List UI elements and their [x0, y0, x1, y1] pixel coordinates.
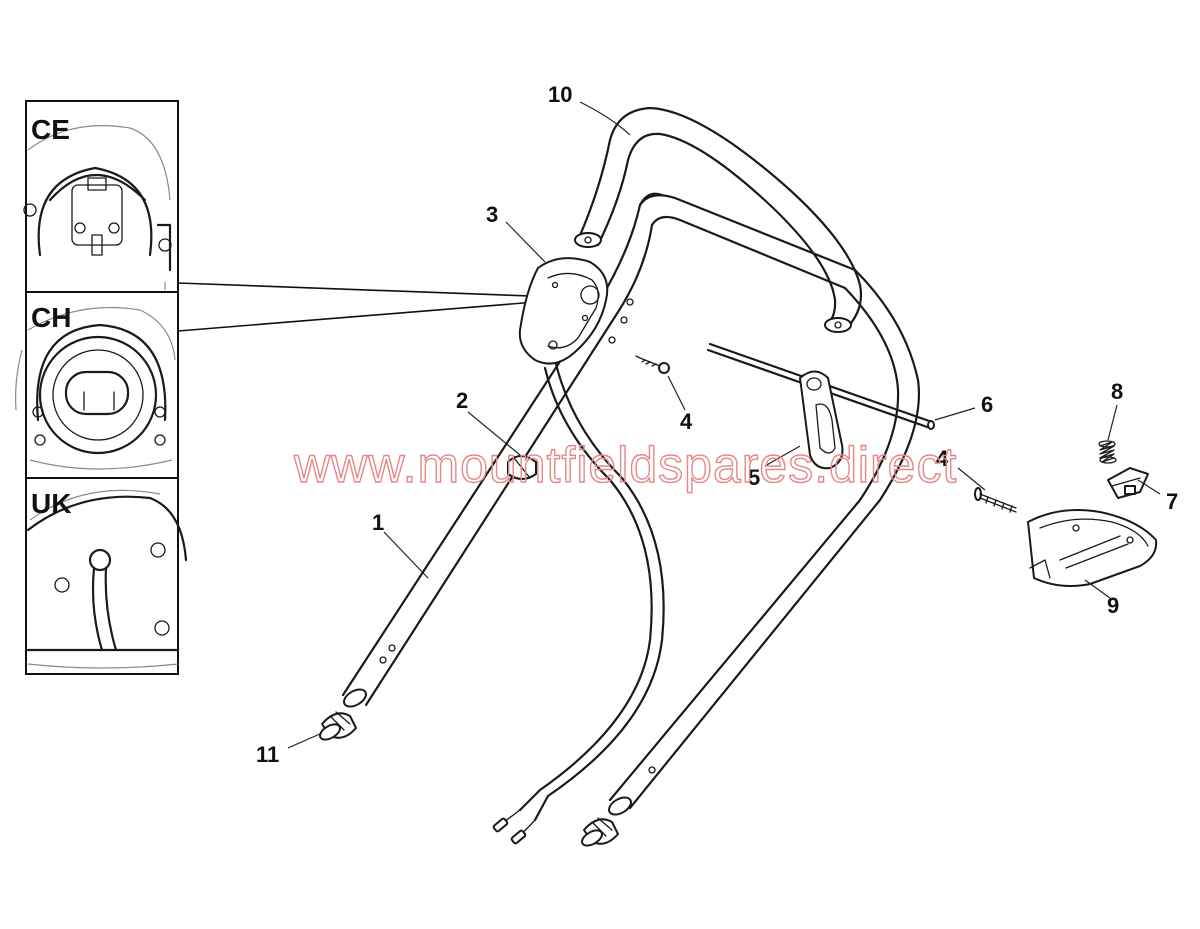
- inset-zoom-lines: [177, 282, 586, 332]
- end-cap-right: [581, 817, 619, 847]
- cable-guide-lever: [799, 370, 844, 470]
- uk-socket-drawing: [26, 489, 188, 669]
- power-cable: [492, 362, 665, 845]
- plug-variants-inset: CE CH UK: [15, 100, 188, 675]
- callout-8: 8: [1111, 379, 1123, 404]
- switch-box: [518, 257, 609, 365]
- callout-11: 11: [256, 742, 279, 767]
- callout-numbers: 1 2 3 4 4 5 6 7 8 9 10 11: [256, 82, 1178, 767]
- ce-socket-drawing: [23, 125, 172, 290]
- screw-lower: [974, 487, 1017, 513]
- switch-housing: [1027, 509, 1158, 587]
- cable-clip: [507, 455, 537, 480]
- inset-label-uk: UK: [31, 488, 71, 519]
- inset-label-ce: CE: [31, 114, 70, 145]
- callout-leaders: [287, 101, 1161, 749]
- callout-6: 6: [981, 392, 993, 417]
- lower-handle-frame: [341, 192, 920, 816]
- callout-3: 3: [486, 202, 498, 227]
- callout-4-lower: 4: [936, 446, 949, 471]
- switch-contact: [1107, 467, 1149, 499]
- end-cap-left: [319, 711, 357, 741]
- callout-1: 1: [372, 510, 384, 535]
- callout-9: 9: [1107, 593, 1119, 618]
- inset-label-ch: CH: [31, 302, 71, 333]
- spring: [1098, 440, 1117, 464]
- callout-2: 2: [456, 388, 468, 413]
- ch-socket-drawing: [15, 306, 176, 470]
- callout-5: 5: [748, 465, 760, 490]
- callout-4-upper: 4: [680, 409, 693, 434]
- callout-10: 10: [548, 82, 572, 107]
- upper-handle-bar: [574, 106, 863, 333]
- screw-upper: [635, 355, 670, 374]
- watermark-text: www.mountfieldspares.direct: [293, 437, 957, 493]
- callout-7: 7: [1166, 489, 1178, 514]
